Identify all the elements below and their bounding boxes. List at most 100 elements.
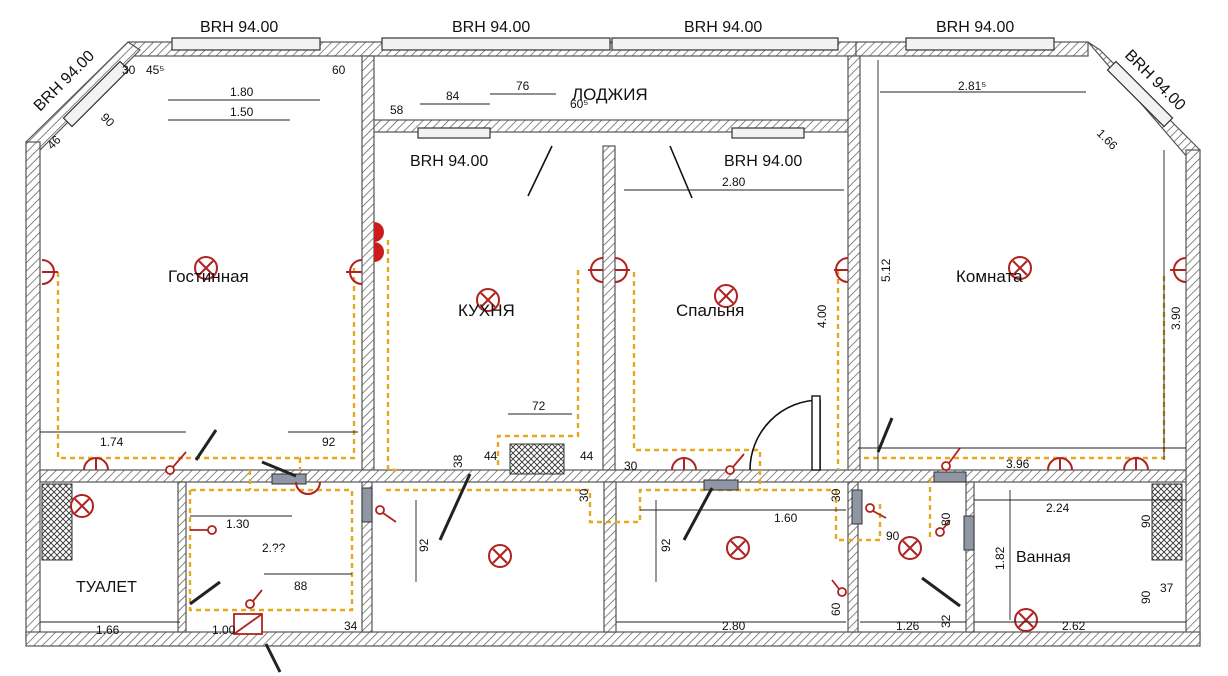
socket-icon (834, 257, 849, 283)
switch-icon (165, 451, 187, 475)
window-label: BRH 94.00 (936, 19, 1014, 36)
window-kitchen (417, 127, 491, 139)
radiator (361, 487, 373, 523)
dim-label: 60 (332, 63, 346, 77)
ceiling-lights (70, 256, 1038, 632)
socket-icon (671, 457, 697, 471)
dim-label: 5.12 (879, 258, 893, 282)
light-fixture-icon (1008, 256, 1032, 280)
dim-label: 1.74 (100, 435, 124, 449)
window-loggia-1 (381, 37, 611, 51)
light-fixture-icon (714, 284, 738, 308)
socket-icon (588, 257, 604, 283)
window-label: BRH 94.00 (200, 19, 278, 36)
switch-icon (725, 453, 745, 475)
dim-label: 92 (322, 435, 336, 449)
dim-label: 1.66 (96, 623, 120, 637)
room-label-kitchen: КУХНЯ (458, 301, 515, 320)
windows (62, 37, 1174, 139)
dim-label: 90 (98, 110, 118, 130)
radiator (933, 471, 967, 483)
dim-label: 60⁵ (570, 97, 588, 111)
dim-label: 1.60 (774, 511, 798, 525)
switch-icon (941, 447, 961, 471)
dimension-lines (40, 60, 1186, 623)
dim-label: 30 (829, 488, 843, 502)
dim-label: 2.80 (722, 175, 746, 189)
light-fixture-icon (726, 536, 750, 560)
socket-icon (1123, 457, 1149, 471)
dim-label: 1.26 (896, 619, 920, 633)
door-kitchen-leaf (527, 145, 553, 197)
dim-label: 58 (390, 103, 404, 117)
room-label-loggia: ЛОДЖИЯ (572, 85, 648, 104)
light-fixture-icon (70, 494, 94, 518)
dim-label: 90 (1139, 590, 1153, 604)
switch-icon (245, 589, 263, 609)
dim-label: 30 (577, 488, 591, 502)
dim-label: 92 (659, 538, 673, 552)
dim-label: 2.?? (262, 541, 286, 555)
switch-icon (375, 505, 397, 523)
room-label-living: Гостинная (168, 267, 249, 286)
window-room-bay (1106, 60, 1174, 128)
door-leaves (189, 417, 961, 673)
window-room-top (905, 37, 1055, 51)
dim-label: 90 (886, 529, 900, 543)
dim-label: 2.81⁵ (958, 79, 986, 93)
dim-label: 90 (1139, 514, 1153, 528)
socket-icon (614, 257, 630, 283)
wiring (56, 240, 1166, 612)
window-living-bay (62, 60, 130, 128)
switch-icon (831, 579, 847, 597)
dim-label: 2.80 (722, 619, 746, 633)
dim-label: 30 (122, 63, 136, 77)
room-label-toilet: ТУАЛЕТ (76, 579, 137, 596)
light-fixture-icon (898, 536, 922, 560)
radiator (851, 489, 863, 525)
socket-icon (295, 481, 321, 495)
dim-label: 3.96 (1006, 457, 1030, 471)
dim-label: 76 (516, 79, 530, 93)
dim-label: 1.66 (1094, 126, 1121, 153)
dim-label: 60 (829, 602, 843, 616)
light-fixture-icon (476, 288, 500, 312)
dim-label: 30 (624, 459, 638, 473)
dim-label: 1.80 (230, 85, 254, 99)
dim-label: 2.24 (1046, 501, 1070, 515)
radiator (271, 473, 307, 485)
dim-label: 45⁵ (146, 63, 164, 77)
dim-label: 37 (1160, 581, 1174, 595)
walls (25, 41, 1201, 647)
dim-label: 88 (294, 579, 308, 593)
switches (165, 447, 961, 609)
radiators (271, 471, 975, 551)
switch-icon (865, 503, 887, 519)
room-label-bedroom: Спальня (676, 301, 744, 320)
dim-label: 3.90 (1169, 306, 1183, 330)
duct-block (509, 443, 565, 475)
room-label-room: Комната (956, 267, 1023, 286)
window-label: BRH 94.00 (452, 19, 530, 36)
dim-label: 44 (580, 449, 594, 463)
socket-icon (1047, 457, 1073, 471)
dim-label: 38 (451, 454, 465, 468)
window-label: BRH 94.00 (684, 19, 762, 36)
sockets (41, 222, 1187, 495)
duct-block (41, 483, 73, 561)
dim-label: 1.00 (212, 623, 236, 637)
electrical-panel (233, 613, 263, 635)
socket-icon (41, 259, 58, 285)
panel-socket-icon (374, 222, 384, 262)
dim-label: 80 (939, 512, 953, 526)
window-living-top (171, 37, 321, 51)
door-bedroom-leaf (669, 145, 693, 199)
dim-label: 34 (344, 619, 358, 633)
dim-label: 1.82 (993, 546, 1007, 570)
door-swing (749, 395, 821, 471)
dim-label: 92 (417, 538, 431, 552)
dim-label: 1.50 (230, 105, 254, 119)
room-labels: Гостинная КУХНЯ Спальня Комната ЛОДЖИЯ Т… (76, 85, 1071, 596)
duct-block (1151, 483, 1183, 561)
